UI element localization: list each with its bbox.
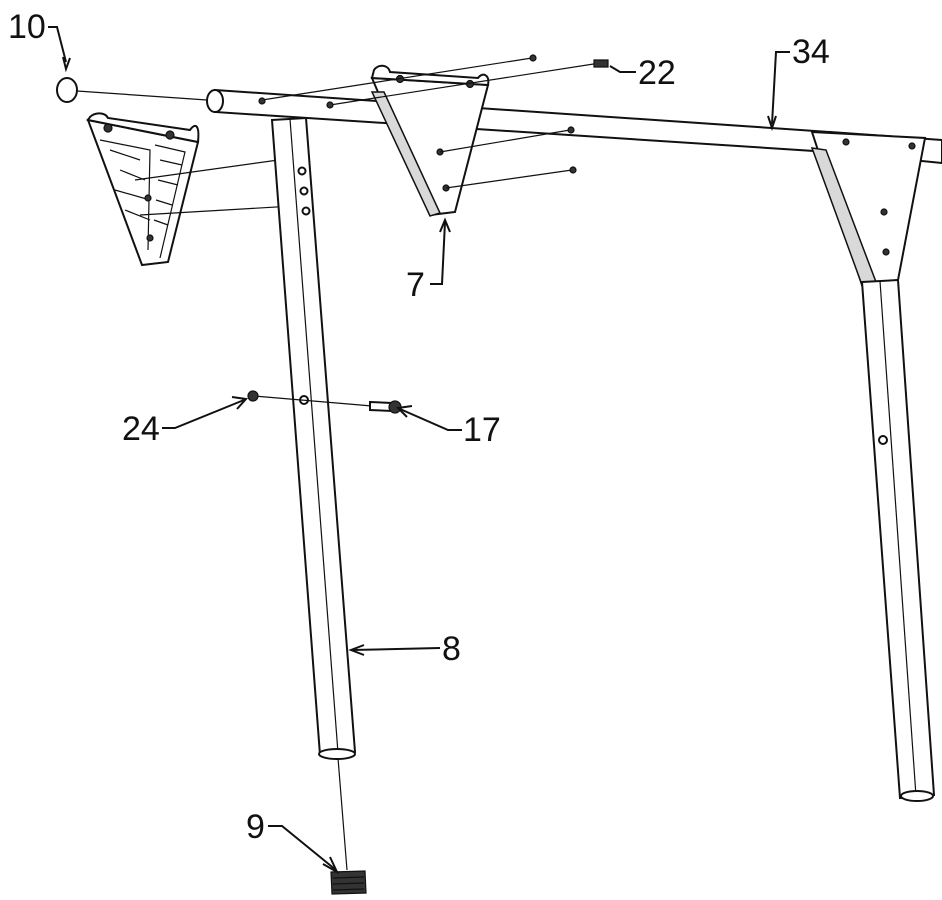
label-part-7: 7	[406, 266, 425, 304]
screws	[258, 54, 609, 189]
end-cap	[56, 77, 208, 103]
label-part-17: 17	[463, 411, 501, 449]
label-part-9: 9	[246, 808, 265, 846]
foot-cap	[330, 757, 367, 895]
label-part-8: 8	[442, 630, 461, 668]
left-bracket	[86, 112, 200, 267]
leader-lines	[48, 26, 790, 875]
label-part-10: 10	[8, 8, 46, 46]
label-part-22: 22	[638, 54, 676, 92]
part-labels: 10 22 34 7 24 17 8 9	[8, 8, 830, 846]
middle-bracket	[370, 64, 490, 217]
right-leg	[860, 278, 936, 802]
left-leg	[270, 116, 357, 760]
bolt-and-nut	[247, 390, 402, 414]
right-bracket	[810, 130, 927, 287]
label-part-34: 34	[792, 33, 830, 71]
label-part-24: 24	[122, 410, 160, 448]
